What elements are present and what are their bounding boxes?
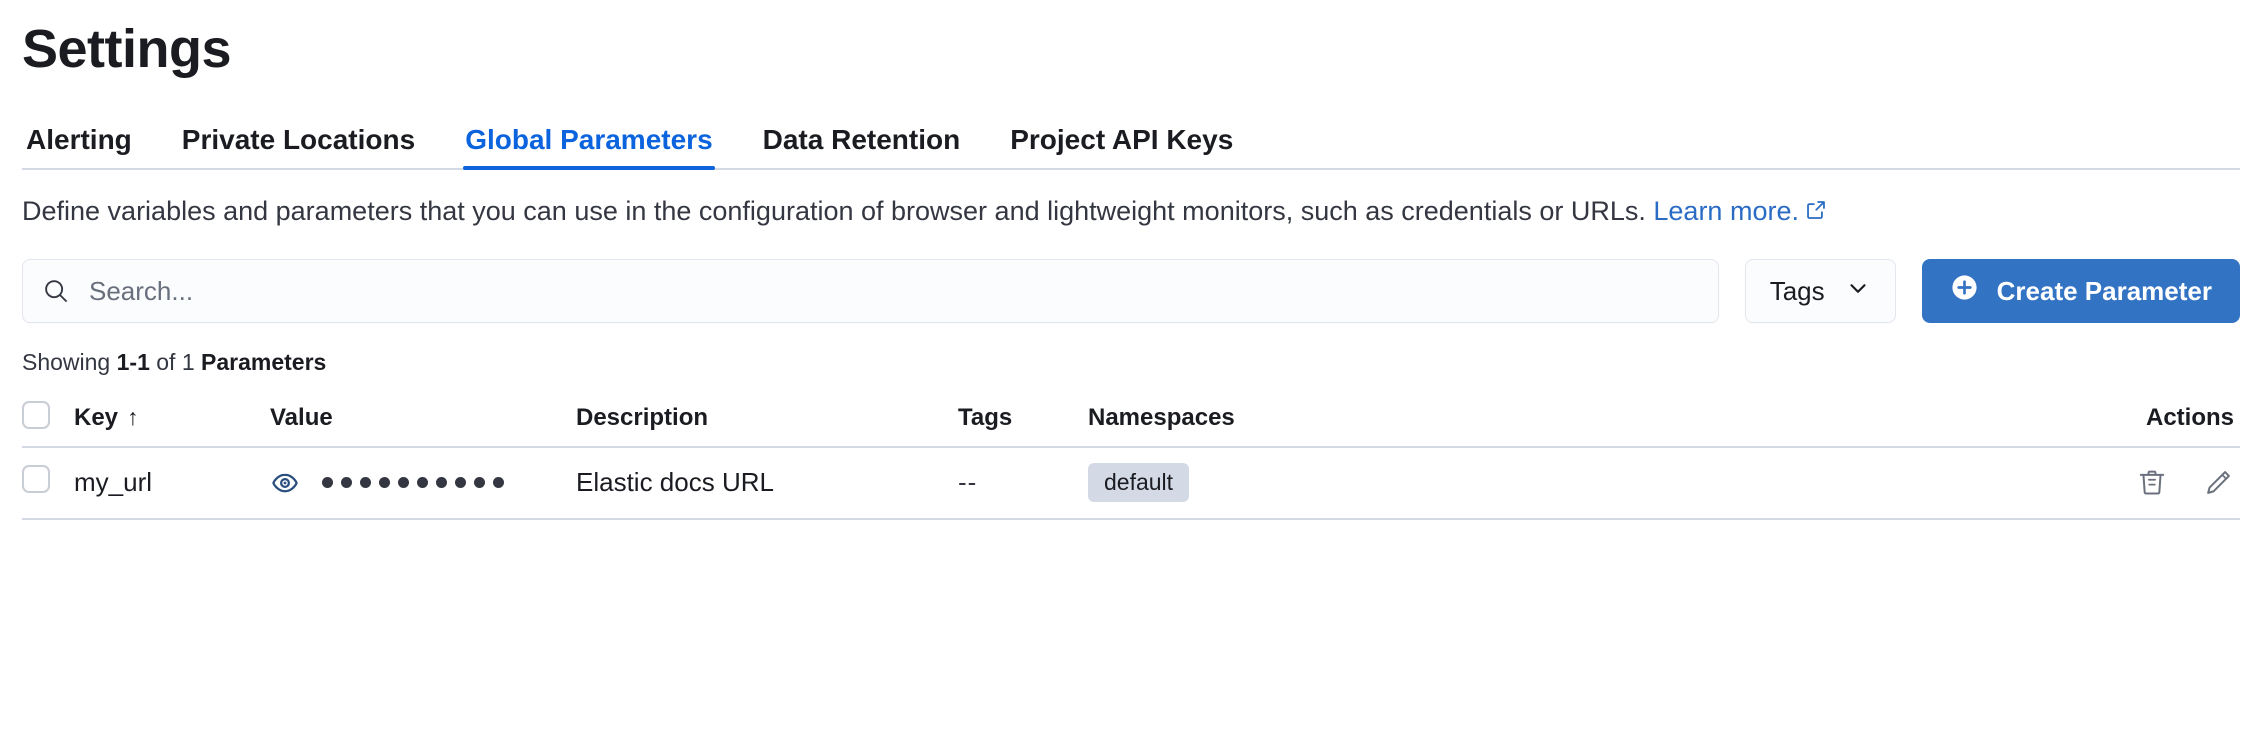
select-all-checkbox[interactable] bbox=[22, 400, 50, 429]
results-count: Showing 1-1 of 1 Parameters bbox=[22, 349, 2240, 377]
create-parameter-button[interactable]: Create Parameter bbox=[1921, 259, 2240, 324]
edit-parameter-button[interactable] bbox=[2202, 467, 2234, 499]
showing-prefix: Showing bbox=[22, 349, 117, 376]
chevron-down-icon bbox=[1845, 275, 1871, 308]
table-row: my_url bbox=[22, 446, 2240, 520]
cell-tags: -- bbox=[958, 446, 1088, 520]
search-field[interactable] bbox=[22, 259, 1719, 324]
parameters-table: Key ↑ Value Description Tags Namespaces A… bbox=[22, 390, 2240, 520]
select-all-header bbox=[22, 390, 74, 448]
sort-ascending-icon: ↑ bbox=[127, 404, 139, 431]
tab-private-locations[interactable]: Private Locations bbox=[181, 123, 416, 155]
column-header-key-label: Key bbox=[74, 404, 119, 432]
masked-value bbox=[322, 477, 504, 489]
search-icon bbox=[41, 276, 71, 306]
table-body: my_url bbox=[22, 446, 2240, 520]
tags-empty-value: -- bbox=[958, 467, 978, 498]
controls-row: Tags Create Parameter bbox=[22, 259, 2240, 324]
page-title: Settings bbox=[22, 19, 232, 79]
plus-circle-icon bbox=[1950, 273, 1979, 309]
showing-noun: Parameters bbox=[201, 349, 327, 376]
tab-data-retention[interactable]: Data Retention bbox=[762, 123, 961, 155]
external-link-icon[interactable] bbox=[1805, 195, 1827, 230]
description-text: Define variables and parameters that you… bbox=[22, 194, 2237, 230]
search-input[interactable] bbox=[87, 274, 1700, 308]
column-header-actions: Actions bbox=[1688, 390, 2240, 448]
column-header-value: Value bbox=[270, 390, 576, 448]
eye-icon[interactable] bbox=[270, 468, 300, 498]
table-header-row: Key ↑ Value Description Tags Namespaces A… bbox=[22, 390, 2240, 448]
tags-filter-button[interactable]: Tags bbox=[1744, 259, 1896, 324]
learn-more-link[interactable]: Learn more. bbox=[1653, 195, 1799, 226]
showing-total: 1 bbox=[181, 349, 202, 376]
showing-range: 1-1 bbox=[116, 349, 150, 376]
table-header: Key ↑ Value Description Tags Namespaces A… bbox=[22, 390, 2240, 448]
tab-project-api-keys[interactable]: Project API Keys bbox=[1010, 123, 1234, 155]
column-header-namespaces: Namespaces bbox=[1088, 390, 1688, 448]
cell-namespaces: default bbox=[1088, 446, 1688, 520]
row-checkbox[interactable] bbox=[22, 465, 50, 494]
cell-description: Elastic docs URL bbox=[576, 446, 958, 520]
create-parameter-label: Create Parameter bbox=[1996, 275, 2212, 306]
description-body: Define variables and parameters that you… bbox=[22, 195, 1646, 226]
namespace-badge: default bbox=[1088, 462, 1190, 503]
row-select-cell bbox=[22, 446, 74, 520]
cell-actions bbox=[1688, 446, 2240, 520]
column-header-description: Description bbox=[576, 390, 958, 448]
tab-global-parameters[interactable]: Global Parameters bbox=[463, 125, 716, 170]
cell-value bbox=[270, 446, 576, 520]
cell-key: my_url bbox=[74, 446, 270, 520]
delete-parameter-button[interactable] bbox=[2136, 467, 2168, 499]
column-header-tags: Tags bbox=[958, 390, 1088, 448]
tab-alerting[interactable]: Alerting bbox=[26, 123, 132, 155]
showing-of: of bbox=[149, 349, 182, 376]
tags-filter-label: Tags bbox=[1769, 275, 1825, 306]
settings-tabs: Alerting Private Locations Global Parame… bbox=[22, 110, 2240, 170]
column-header-key[interactable]: Key ↑ bbox=[74, 390, 270, 448]
